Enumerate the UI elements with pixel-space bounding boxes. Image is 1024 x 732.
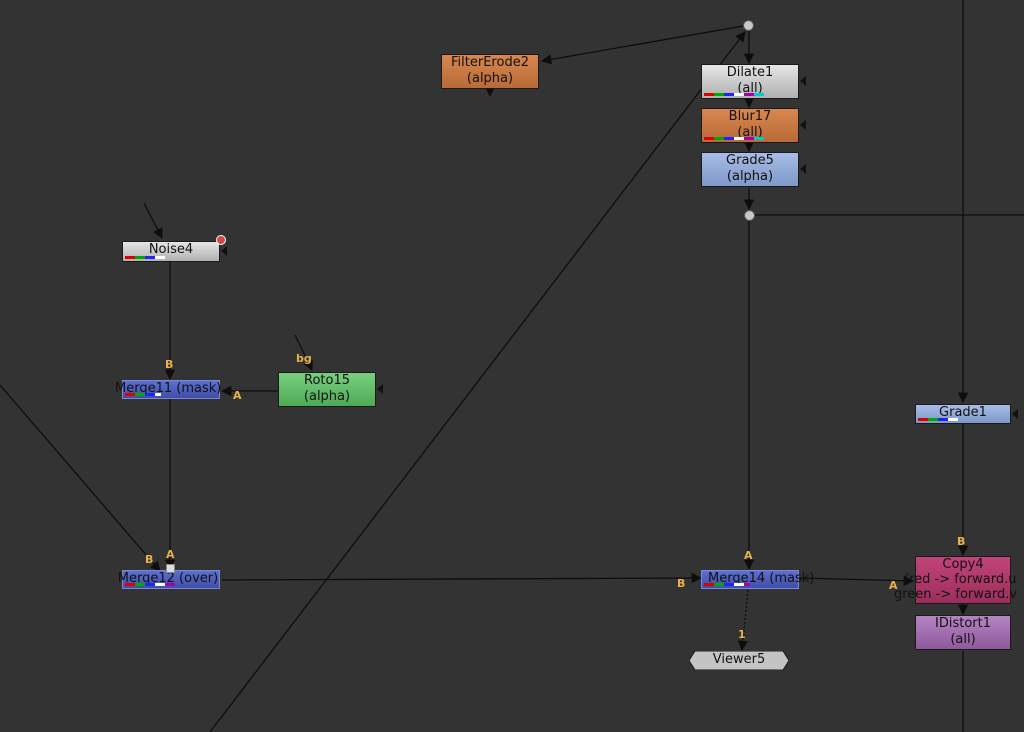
node-blur17-sub: (all): [737, 125, 763, 140]
node-grade5-mask-input[interactable]: [800, 164, 806, 174]
input-label-merge14-a: A: [744, 549, 753, 562]
node-grade1-label: Grade1: [939, 405, 987, 420]
input-label-merge12-a: A: [166, 548, 175, 561]
input-label-merge12-b: B: [145, 553, 154, 566]
edge-merge12-merge14: [221, 572, 703, 584]
node-grade5-sub: (alpha): [726, 169, 774, 184]
edge-left-diagonal: [0, 384, 161, 572]
viewer5-shape: [689, 651, 789, 670]
node-blur17-mask-input[interactable]: [800, 120, 806, 130]
channel-bar: [125, 256, 165, 259]
node-filtererode2-label: FilterErode2: [451, 55, 529, 70]
node-blur17[interactable]: Blur17 (all): [701, 108, 799, 143]
node-blur17-label: Blur17: [728, 109, 772, 124]
node-noise4[interactable]: Noise4: [122, 241, 220, 262]
node-filtererode2[interactable]: FilterErode2 (alpha): [441, 54, 539, 89]
node-copy4-line3: green -> forward.v: [894, 587, 1018, 602]
input-label-viewer5-1: 1: [738, 628, 746, 641]
channel-bar: [704, 583, 750, 586]
dot-node-top[interactable]: [743, 20, 754, 31]
node-dilate1-label: Dilate1: [726, 65, 774, 80]
node-merge14-label: Merge14 (mask): [708, 571, 815, 586]
channel-bar: [125, 393, 161, 396]
node-grade1-mask-input[interactable]: [1012, 409, 1018, 419]
node-noise4-mask-input[interactable]: [221, 246, 227, 256]
node-filtererode2-sub: (alpha): [466, 71, 514, 86]
node-merge11[interactable]: Merge11 (mask): [115, 380, 221, 399]
channel-bar: [704, 93, 764, 96]
node-dilate1-mask-input[interactable]: [800, 76, 806, 86]
input-label-merge11-a: A: [233, 389, 242, 402]
edge-noise4-in: [143, 202, 163, 239]
node-viewer5-label: Viewer5: [712, 652, 766, 667]
node-roto15[interactable]: Roto15 (alpha): [278, 372, 376, 407]
channel-bar: [918, 418, 958, 421]
node-idistort1-sub: (all): [950, 632, 976, 647]
node-roto15-sub: (alpha): [303, 389, 351, 404]
node-grade5[interactable]: Grade5 (alpha): [701, 152, 799, 187]
channel-bar: [704, 137, 764, 140]
node-roto15-mask-input[interactable]: [377, 384, 383, 394]
node-copy4[interactable]: Copy4 (red -> forward.u green -> forward…: [894, 556, 1017, 604]
input-label-copy4-b: B: [957, 535, 966, 548]
node-copy4-line2: (red -> forward.u: [904, 572, 1017, 587]
input-label-merge14-b: B: [677, 577, 686, 590]
node-merge14[interactable]: Merge14 (mask): [701, 570, 815, 589]
edge-roto15-in: [294, 334, 313, 371]
node-dilate1[interactable]: Dilate1 (all): [701, 64, 799, 99]
input-label-copy4-a: A: [889, 579, 898, 592]
dot-node-mid[interactable]: [744, 210, 755, 221]
edge-dot-to-filtererode2: [540, 24, 750, 65]
node-grade5-label: Grade5: [726, 153, 774, 168]
edge-merge14-viewer5: [737, 589, 749, 652]
node-copy4-label: Copy4: [942, 557, 984, 572]
node-idistort1-label: IDistort1: [935, 616, 991, 631]
node-merge12-disabled-icon: [166, 564, 175, 573]
node-noise4-animation-icon: [216, 235, 226, 245]
node-idistort1[interactable]: IDistort1 (all): [915, 615, 1011, 650]
node-merge12[interactable]: Merge12 (over): [118, 570, 220, 589]
node-merge11-label: Merge11 (mask): [115, 381, 222, 396]
node-merge12-label: Merge12 (over): [117, 571, 219, 586]
channel-bar: [125, 583, 175, 586]
edge-merge14-copy4: [799, 575, 915, 586]
node-viewer5[interactable]: Viewer5: [689, 651, 789, 670]
node-noise4-label: Noise4: [148, 242, 194, 257]
node-grade1[interactable]: Grade1: [915, 404, 1011, 424]
input-label-roto15-bg: bg: [296, 352, 312, 365]
edge-long-diagonal: [209, 31, 746, 732]
node-dilate1-sub: (all): [737, 81, 763, 96]
node-roto15-label: Roto15: [304, 373, 350, 388]
input-label-noise4-merge11-b: B: [165, 358, 174, 371]
